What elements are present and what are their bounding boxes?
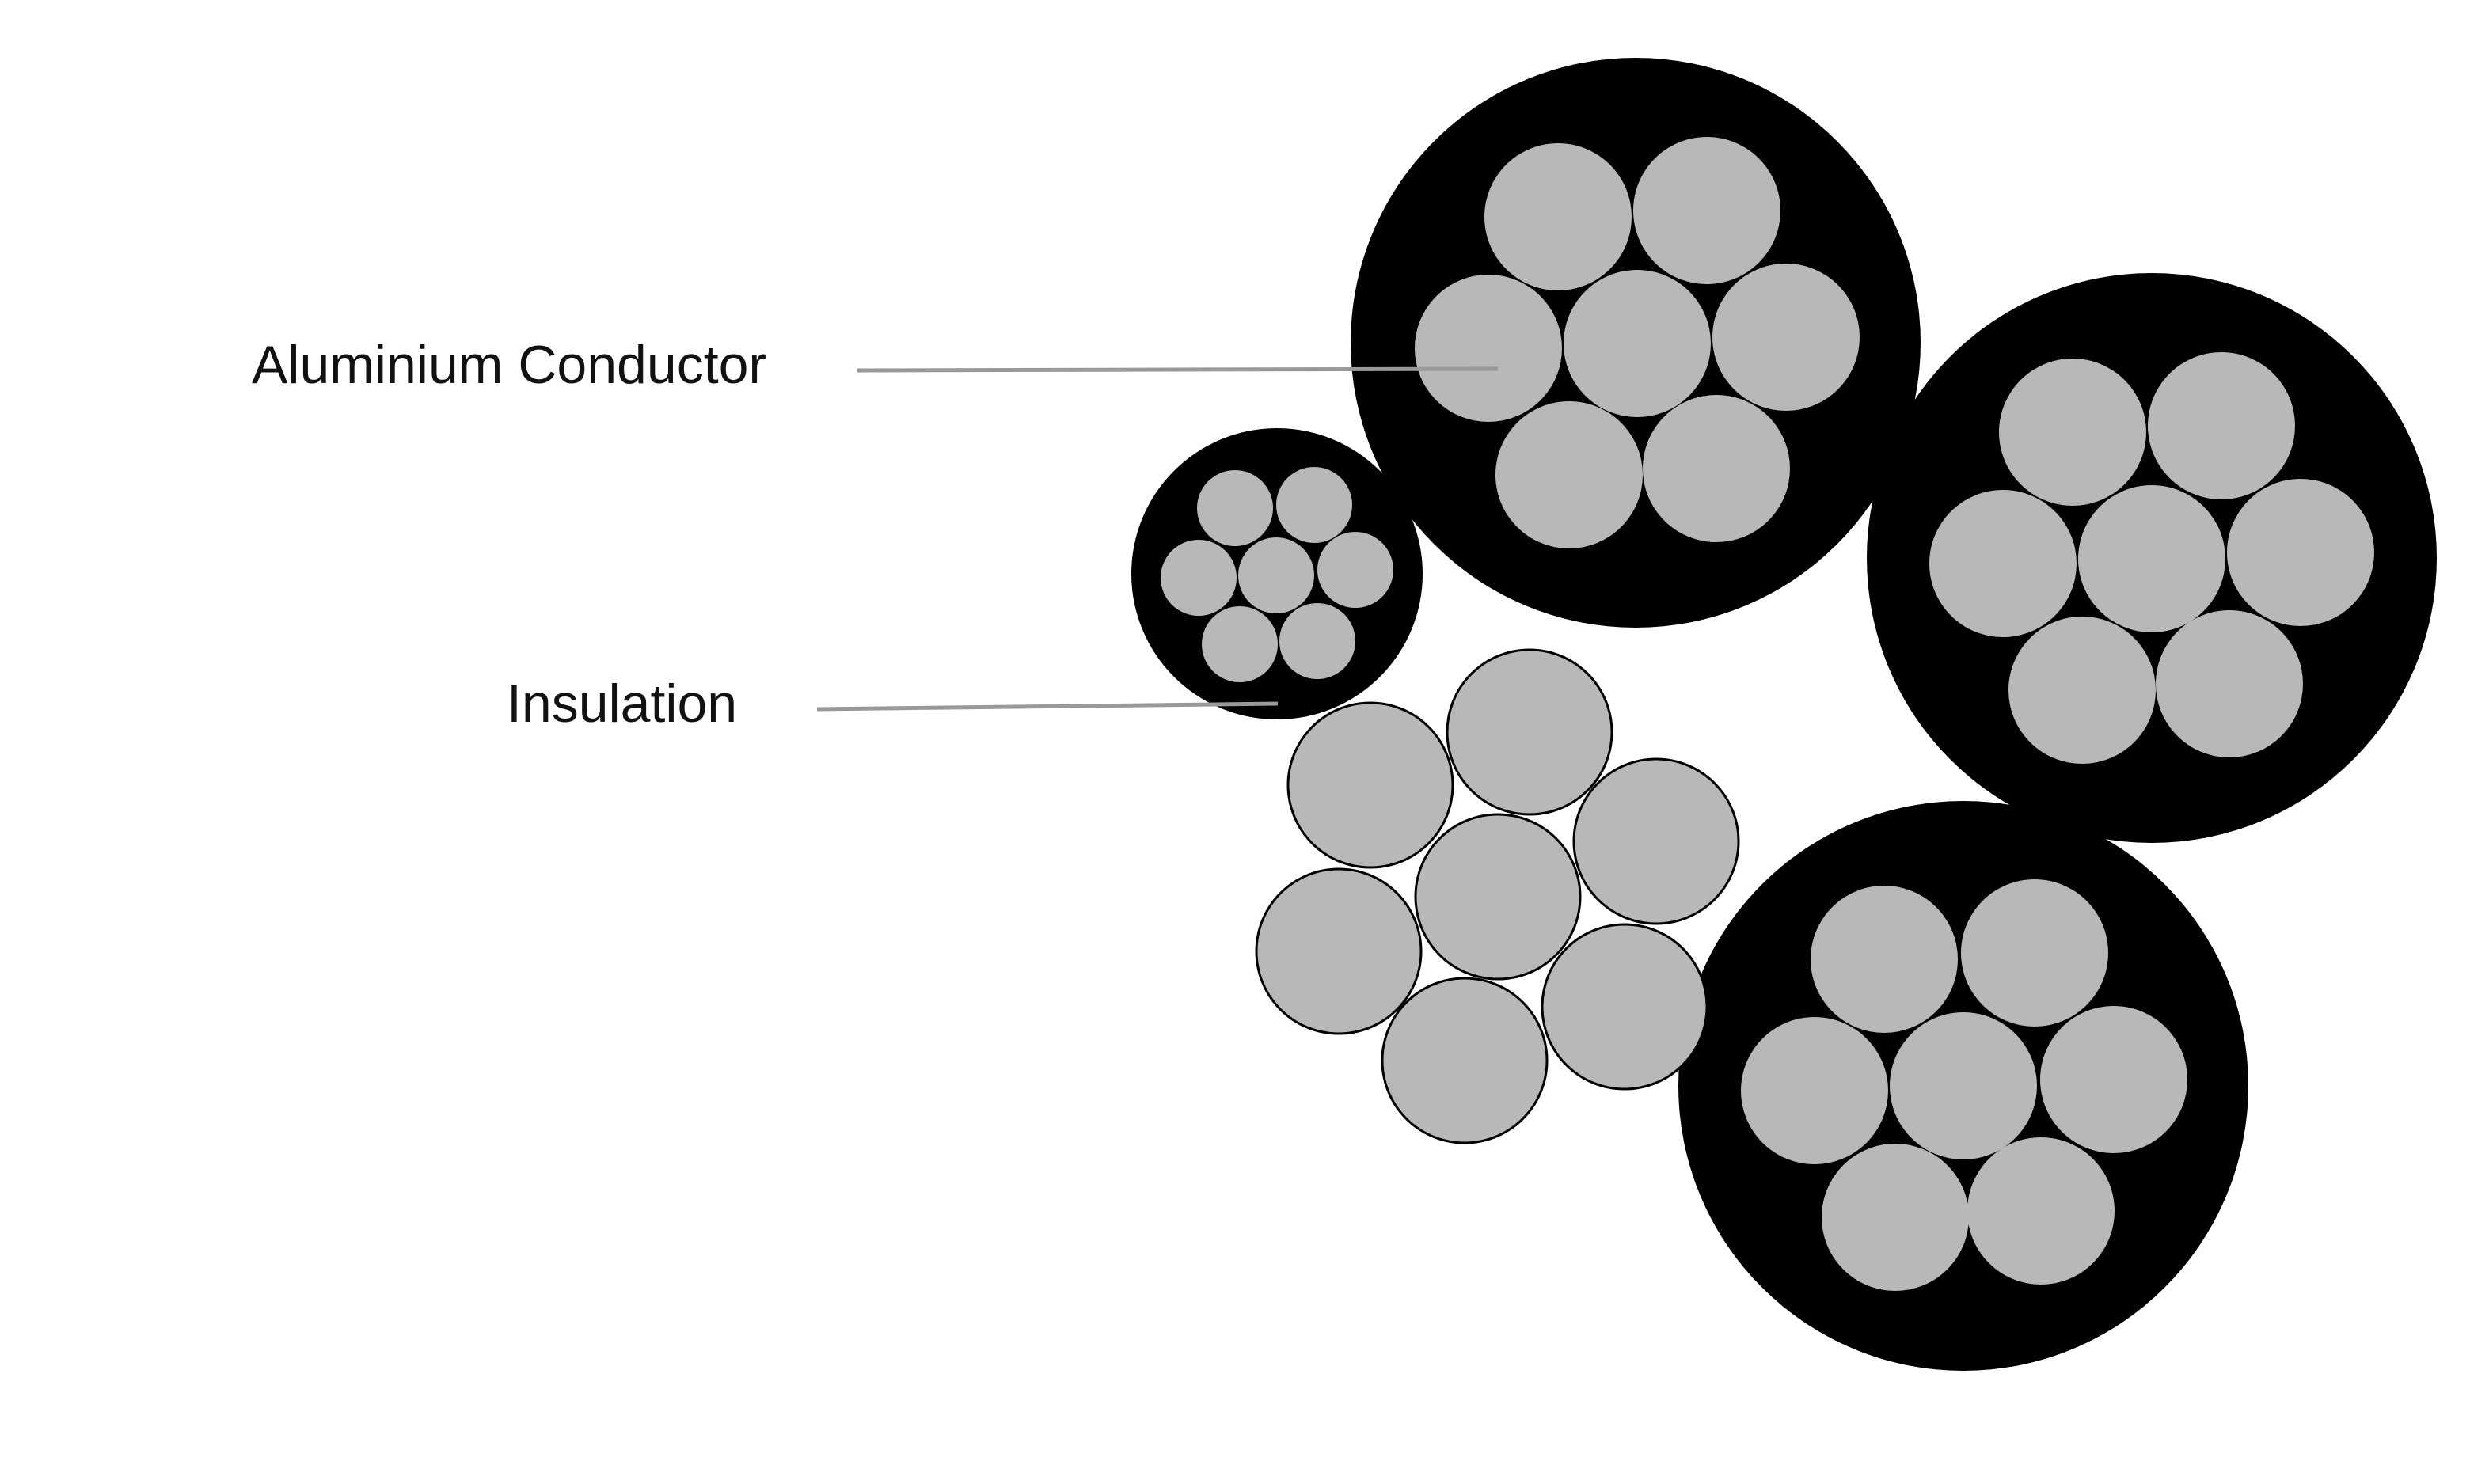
strand (2008, 617, 2156, 764)
strand (2156, 610, 2303, 757)
strand (1741, 1017, 1888, 1164)
strand (2148, 352, 2295, 499)
strand (1643, 395, 1790, 542)
strand (1279, 603, 1355, 679)
strand (1484, 143, 1632, 290)
strand (1811, 886, 1958, 1033)
bare-conductor (1255, 648, 1740, 1144)
conductor-label: Aluminium Conductor (252, 335, 766, 395)
cable-top-conductor-strands (1415, 137, 1860, 548)
cable-right-conductor-strands (1929, 352, 2374, 764)
insulation-label: Insulation (507, 674, 737, 734)
cable-small (1131, 428, 1423, 719)
strand (1317, 532, 1393, 608)
insulation-leader-line (816, 701, 1279, 712)
strand (1633, 137, 1780, 284)
bare-strand (1572, 757, 1740, 925)
strand (1202, 606, 1278, 682)
strand (1197, 470, 1273, 546)
strand (1890, 1012, 2037, 1159)
bare-strand (1255, 867, 1423, 1035)
strand (2078, 485, 2225, 632)
strand (1712, 264, 1860, 411)
cable-bottom (1678, 801, 2248, 1371)
bare-strand (1414, 813, 1582, 981)
conductor-leader-line (856, 366, 1499, 373)
strand (1495, 401, 1643, 548)
strand (1238, 537, 1314, 613)
strand (1967, 1137, 2115, 1285)
strand (1929, 490, 2077, 637)
bare-strand (1286, 701, 1454, 869)
strand (1961, 879, 2108, 1027)
cable-small-conductor-strands (1161, 467, 1393, 682)
strand (1822, 1144, 1969, 1291)
bare-strand (1446, 648, 1613, 816)
strand (1276, 467, 1352, 543)
strand (2227, 479, 2374, 626)
strand (1415, 275, 1562, 422)
cable-top (1351, 58, 1921, 628)
strand (2040, 1006, 2187, 1153)
strand (1564, 270, 1711, 417)
bare-strand (1541, 923, 1708, 1091)
strand (1999, 359, 2146, 506)
strand (1161, 540, 1237, 616)
cable-right (1867, 273, 2437, 843)
bare-strand (1381, 977, 1549, 1144)
cable-bottom-conductor-strands (1741, 879, 2187, 1291)
